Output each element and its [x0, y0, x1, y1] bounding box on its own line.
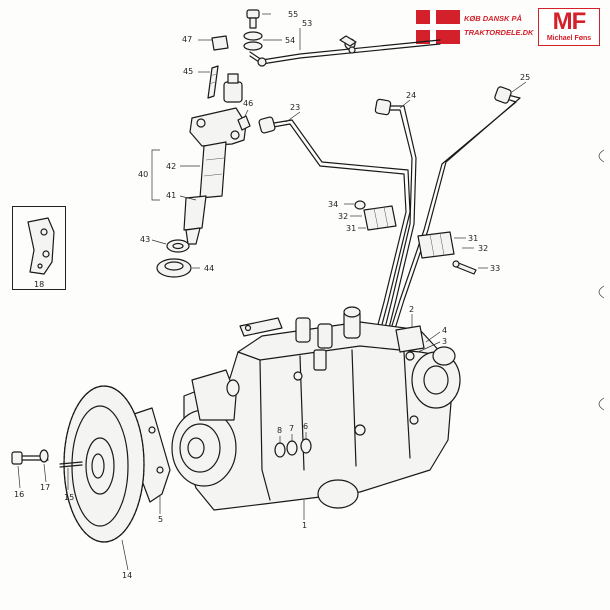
label-5: 5	[158, 515, 163, 524]
stud-45	[207, 65, 219, 99]
label-34: 34	[328, 200, 338, 209]
label-33: 33	[490, 264, 500, 273]
label-47: 47	[182, 35, 192, 44]
mf-logo-mark: MF	[552, 8, 587, 35]
label-32-lower: 32	[478, 244, 488, 253]
leak-off-pipe-53	[249, 35, 441, 67]
washer-43	[166, 239, 190, 253]
label-43: 43	[140, 235, 150, 244]
label-45: 45	[183, 67, 193, 76]
label-16: 16	[14, 490, 24, 499]
label-44: 44	[204, 264, 214, 273]
inset-gasket-18	[27, 217, 55, 275]
mf-logo-name: Michael Føns	[546, 35, 592, 42]
injector-nozzle-holder-40	[183, 73, 247, 245]
washers-54	[243, 31, 263, 51]
label-25: 25	[520, 73, 530, 82]
pipe-clamp-upper-31-32	[363, 205, 397, 231]
seal-44	[156, 258, 192, 278]
koeb-dansk-logo[interactable]: KØB DANSK PÅ TRAKTORDELE.DK	[416, 8, 534, 46]
label-41: 41	[166, 191, 176, 200]
label-7: 7	[289, 424, 294, 433]
screw-46	[237, 115, 251, 131]
label-14: 14	[122, 571, 132, 580]
michael-foens-logo[interactable]: MF Michael Føns	[538, 8, 600, 46]
label-23: 23	[290, 103, 300, 112]
label-53: 53	[302, 19, 312, 28]
pipe-23	[258, 116, 411, 333]
injection-pump-body-1	[171, 306, 461, 511]
nut-34	[354, 200, 366, 210]
washer-17	[39, 449, 49, 463]
label-18: 18	[34, 280, 44, 289]
pipe-clamp-lower-31-32	[417, 231, 455, 259]
label-31-upper: 31	[346, 224, 356, 233]
label-1: 1	[302, 521, 307, 530]
label-42: 42	[166, 162, 176, 171]
stud-15	[59, 461, 83, 468]
logo-line-2: TRAKTORDELE.DK	[464, 28, 534, 37]
label-31-lower: 31	[468, 234, 478, 243]
banjo-bolt-55	[246, 9, 260, 29]
bolt-33	[452, 260, 477, 275]
group-bracket-40	[151, 149, 160, 201]
label-2: 2	[409, 305, 414, 314]
label-4: 4	[442, 326, 447, 335]
binder-hole-marks	[598, 149, 605, 411]
part-number-labels: 55 53 47 54 45 46 23 24 25 40 42 41 43 4…	[14, 10, 530, 580]
label-8: 8	[277, 426, 282, 435]
drive-gear-14	[63, 385, 145, 543]
label-32-upper: 32	[338, 212, 348, 221]
label-55: 55	[288, 10, 298, 19]
inset-detail-18-frame	[12, 206, 66, 290]
leader-lines	[17, 13, 527, 571]
label-24: 24	[406, 91, 416, 100]
pipe-25	[389, 86, 521, 333]
label-54: 54	[285, 36, 295, 45]
label-17: 17	[40, 483, 50, 492]
sleeve-47	[211, 35, 229, 51]
logo-line-1: KØB DANSK PÅ	[464, 14, 522, 23]
label-6: 6	[303, 422, 308, 431]
label-40: 40	[138, 170, 148, 179]
pipe-24	[374, 98, 417, 333]
danish-flag-icon	[416, 10, 460, 44]
label-3: 3	[442, 337, 447, 346]
label-15: 15	[64, 493, 74, 502]
label-46: 46	[243, 99, 253, 108]
